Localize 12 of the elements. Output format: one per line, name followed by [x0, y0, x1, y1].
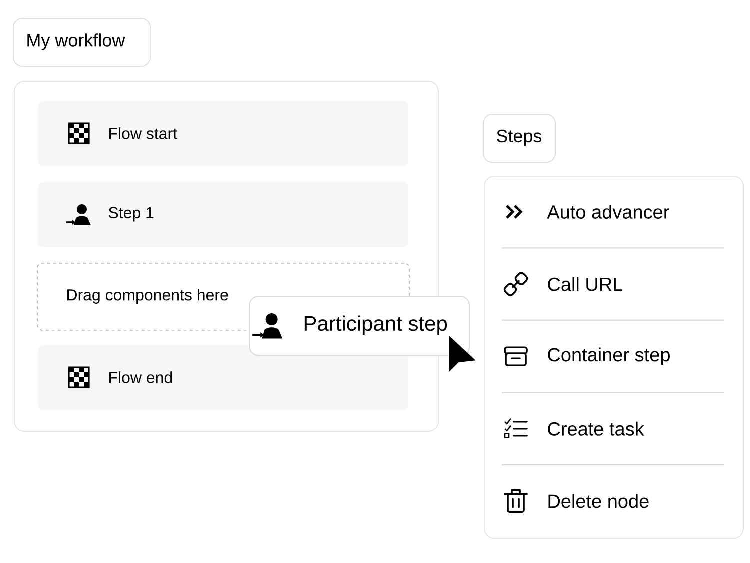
list-item: Step 1: [38, 182, 408, 248]
heading-tab: My workflow: [13, 18, 151, 67]
heading-tab: Steps: [483, 114, 556, 163]
menu-item-label: Create task: [548, 422, 644, 436]
menu-item-label: Delete node: [548, 494, 649, 508]
panel-card: [484, 176, 744, 539]
menu-item-label: Container step: [548, 348, 670, 366]
menu-item-label: Auto advancer: [547, 205, 670, 219]
list-item: Flow end: [38, 345, 408, 410]
dragged-card: Participant step: [249, 296, 470, 356]
list-item: Flow start: [38, 101, 408, 166]
menu-item-label: Call URL: [548, 277, 623, 292]
